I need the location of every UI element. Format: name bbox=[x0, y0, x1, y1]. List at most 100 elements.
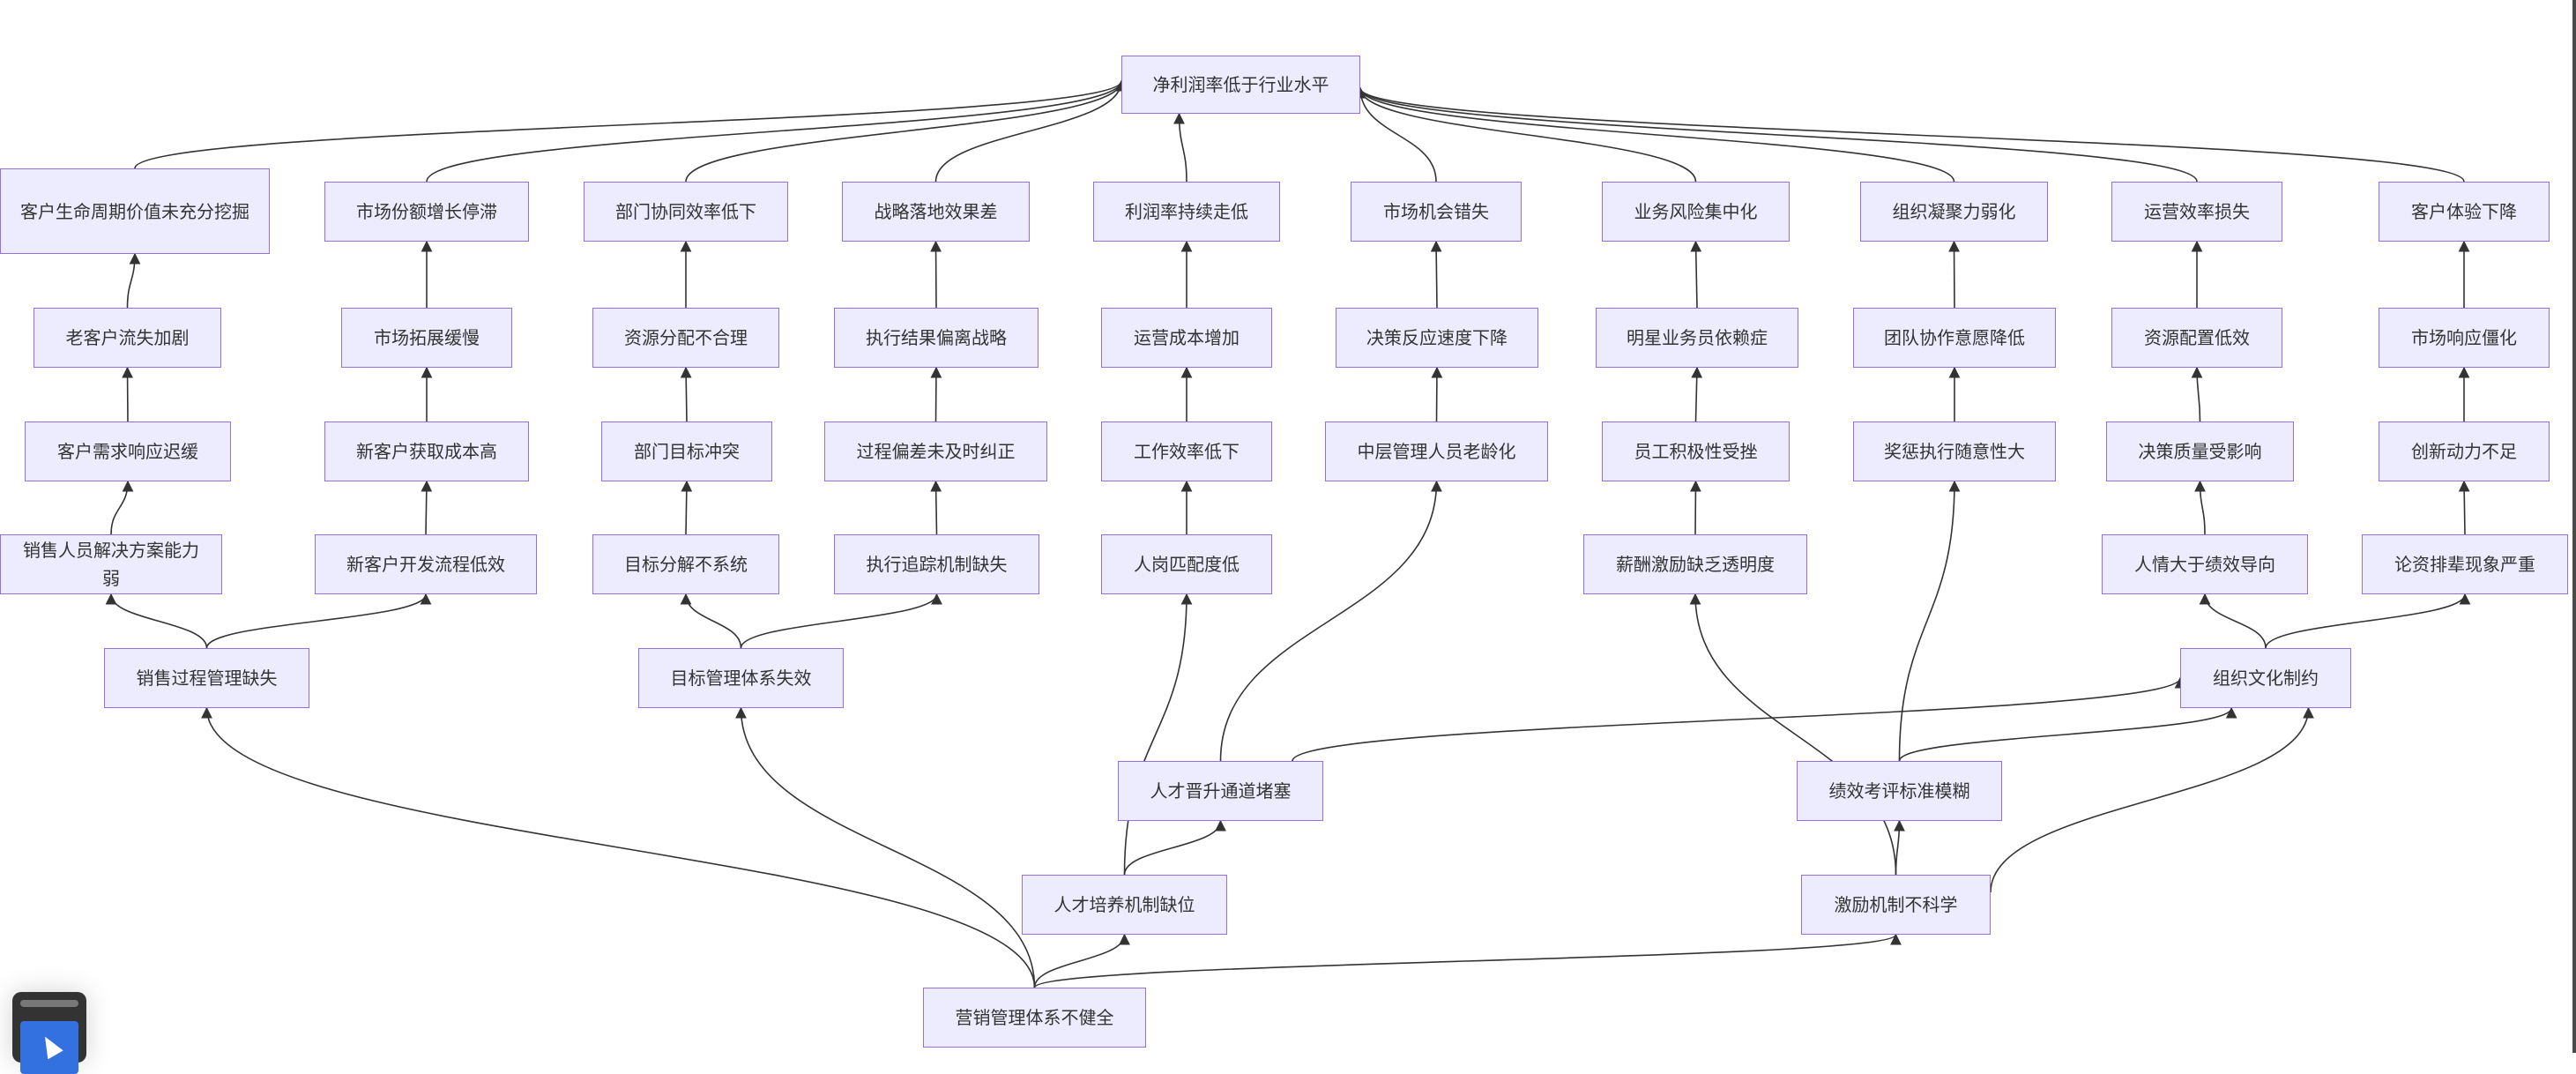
node-root-cause[interactable]: 销售过程管理缺失 bbox=[104, 648, 309, 708]
node-effect[interactable]: 老客户流失加剧 bbox=[34, 308, 221, 368]
node-label: 薪酬激励缺乏透明度 bbox=[1616, 554, 1775, 575]
node-cause[interactable]: 创新动力不足 bbox=[2379, 421, 2550, 481]
node-effect[interactable]: 利润率持续走低 bbox=[1093, 182, 1280, 242]
node-label: 组织文化制约 bbox=[2213, 668, 2319, 689]
node-cause[interactable]: 执行追踪机制缺失 bbox=[834, 534, 1039, 594]
node-label: 决策质量受影响 bbox=[2138, 441, 2262, 462]
edge-r4_3-to-r3_3 bbox=[681, 480, 693, 535]
edge-r1_3-to-root bbox=[685, 79, 1128, 183]
node-effect[interactable]: 客户生命周期价值未充分挖掘 bbox=[0, 168, 270, 254]
node-cause[interactable]: 员工积极性受挫 bbox=[1602, 421, 1790, 481]
edge-r3_3-to-r2_3 bbox=[680, 366, 692, 422]
node-effect[interactable]: 市场响应僵化 bbox=[2379, 308, 2550, 368]
node-effect[interactable]: 市场份额增长停滞 bbox=[324, 182, 529, 242]
edge-m_incent-to-m_culture bbox=[1990, 706, 2314, 893]
edge-m_incent-to-r4_7 bbox=[1689, 593, 1897, 876]
node-label: 资源配置低效 bbox=[2144, 327, 2250, 348]
edge-r4_4-to-r3_4 bbox=[930, 480, 942, 535]
node-cause[interactable]: 人岗匹配度低 bbox=[1101, 534, 1272, 594]
node-effect[interactable]: 执行结果偏离战略 bbox=[834, 308, 1039, 368]
node-effect[interactable]: 运营效率损失 bbox=[2111, 182, 2282, 242]
node-label: 团队协作意愿降低 bbox=[1884, 327, 2025, 348]
edge-m_incent-to-m_perf bbox=[1894, 819, 1905, 876]
node-cause[interactable]: 目标分解不系统 bbox=[592, 534, 779, 594]
node-cause[interactable]: 部门目标冲突 bbox=[601, 421, 772, 481]
node-label: 执行追踪机制缺失 bbox=[866, 554, 1008, 575]
node-cause[interactable]: 薪酬激励缺乏透明度 bbox=[1583, 534, 1807, 594]
node-effect[interactable]: 明星业务员依赖症 bbox=[1596, 308, 1798, 368]
edge-r3_7-to-r2_7 bbox=[1691, 366, 1703, 422]
node-label: 执行结果偏离战略 bbox=[866, 327, 1007, 348]
floating-toolbar[interactable] bbox=[12, 992, 86, 1074]
node-label: 目标管理体系失效 bbox=[670, 668, 812, 689]
node-cause[interactable]: 中层管理人员老龄化 bbox=[1325, 421, 1548, 481]
node-cause[interactable]: 销售人员解决方案能力弱 bbox=[0, 534, 222, 594]
node-effect[interactable]: 市场机会错失 bbox=[1351, 182, 1522, 242]
node-effect[interactable]: 资源配置低效 bbox=[2111, 308, 2282, 368]
node-effect[interactable]: 客户体验下降 bbox=[2379, 182, 2550, 242]
node-cause[interactable]: 新客户获取成本高 bbox=[324, 421, 529, 481]
edge-r2_1-to-r1_1 bbox=[126, 252, 141, 309]
edge-m_culture-to-r4_10 bbox=[2265, 593, 2471, 649]
edge-base-to-m_talent bbox=[1033, 933, 1130, 988]
node-effect[interactable]: 部门协同效率低下 bbox=[584, 182, 788, 242]
node-root-problem[interactable]: 净利润率低于行业水平 bbox=[1121, 56, 1360, 114]
vertical-scrollbar[interactable] bbox=[2572, 0, 2576, 1053]
node-effect[interactable]: 战略落地效果差 bbox=[842, 182, 1030, 242]
node-effect[interactable]: 组织凝聚力弱化 bbox=[1860, 182, 2048, 242]
node-cause[interactable]: 过程偏差未及时纠正 bbox=[824, 421, 1047, 481]
edge-r1_1-to-root bbox=[134, 79, 1128, 169]
edge-base-to-m_sales bbox=[201, 706, 1036, 988]
edge-m_talent-to-m_promo bbox=[1123, 819, 1226, 876]
node-label: 员工积极性受挫 bbox=[1634, 441, 1758, 462]
pointer-tool-button[interactable] bbox=[20, 1021, 78, 1074]
node-label: 组织凝聚力弱化 bbox=[1892, 201, 2016, 222]
node-root-cause[interactable]: 人才培养机制缺位 bbox=[1022, 875, 1227, 935]
node-label: 战略落地效果差 bbox=[874, 201, 998, 222]
node-label: 新客户开发流程低效 bbox=[346, 554, 505, 575]
node-cause[interactable]: 论资排辈现象严重 bbox=[2362, 534, 2568, 594]
edge-r1_10-to-root bbox=[1354, 86, 2465, 183]
node-label: 销售人员解决方案能力弱 bbox=[23, 540, 199, 589]
node-cause[interactable]: 工作效率低下 bbox=[1101, 421, 1272, 481]
node-label: 运营效率损失 bbox=[2144, 201, 2250, 222]
edge-r1_7-to-root bbox=[1354, 86, 1697, 183]
edge-base-to-m_goal bbox=[735, 706, 1036, 988]
node-cause[interactable]: 奖惩执行随意性大 bbox=[1853, 421, 2056, 481]
node-label: 市场拓展缓慢 bbox=[374, 327, 480, 348]
edge-m_promo-to-m_culture bbox=[1292, 676, 2186, 762]
node-effect[interactable]: 市场拓展缓慢 bbox=[341, 308, 512, 368]
node-label: 激励机制不科学 bbox=[1834, 894, 1958, 915]
node-root-cause[interactable]: 人才晋升通道堵塞 bbox=[1118, 761, 1323, 821]
edge-m_sales-to-r4_1 bbox=[105, 593, 208, 649]
node-label: 人情大于绩效导向 bbox=[2134, 554, 2275, 575]
edge-r2_6-to-r1_6 bbox=[1430, 240, 1442, 309]
edge-m_promo-to-r3_6 bbox=[1219, 480, 1442, 762]
edge-r4_2-to-r3_2 bbox=[421, 480, 433, 535]
node-label: 决策反应速度下降 bbox=[1366, 327, 1508, 348]
edge-r4_9-to-r3_9 bbox=[2194, 480, 2206, 535]
node-root-cause[interactable]: 组织文化制约 bbox=[2180, 648, 2351, 708]
edge-r2_8-to-r1_8 bbox=[1948, 240, 1960, 309]
edge-r4_10-to-r3_10 bbox=[2458, 480, 2470, 535]
node-base-cause[interactable]: 营销管理体系不健全 bbox=[923, 988, 1146, 1048]
node-effect[interactable]: 业务风险集中化 bbox=[1602, 182, 1790, 242]
node-cause[interactable]: 新客户开发流程低效 bbox=[315, 534, 537, 594]
drag-handle[interactable] bbox=[20, 1000, 78, 1007]
node-cause[interactable]: 决策质量受影响 bbox=[2106, 421, 2294, 481]
edge-m_talent-to-r4_5 bbox=[1123, 593, 1193, 876]
node-label: 客户体验下降 bbox=[2411, 201, 2517, 222]
node-root-cause[interactable]: 激励机制不科学 bbox=[1801, 875, 1991, 935]
node-root-cause[interactable]: 目标管理体系失效 bbox=[638, 648, 844, 708]
node-cause[interactable]: 客户需求响应迟缓 bbox=[25, 421, 231, 481]
node-label: 过程偏差未及时纠正 bbox=[856, 441, 1016, 462]
node-effect[interactable]: 资源分配不合理 bbox=[592, 308, 779, 368]
edge-r1_8-to-root bbox=[1354, 86, 1955, 183]
node-effect[interactable]: 决策反应速度下降 bbox=[1336, 308, 1538, 368]
node-label: 客户需求响应迟缓 bbox=[57, 441, 198, 462]
node-cause[interactable]: 人情大于绩效导向 bbox=[2102, 534, 2308, 594]
edge-r2_4-to-r1_4 bbox=[930, 240, 942, 309]
node-root-cause[interactable]: 绩效考评标准模糊 bbox=[1797, 761, 2002, 821]
node-effect[interactable]: 团队协作意愿降低 bbox=[1853, 308, 2056, 368]
node-effect[interactable]: 运营成本增加 bbox=[1101, 308, 1272, 368]
